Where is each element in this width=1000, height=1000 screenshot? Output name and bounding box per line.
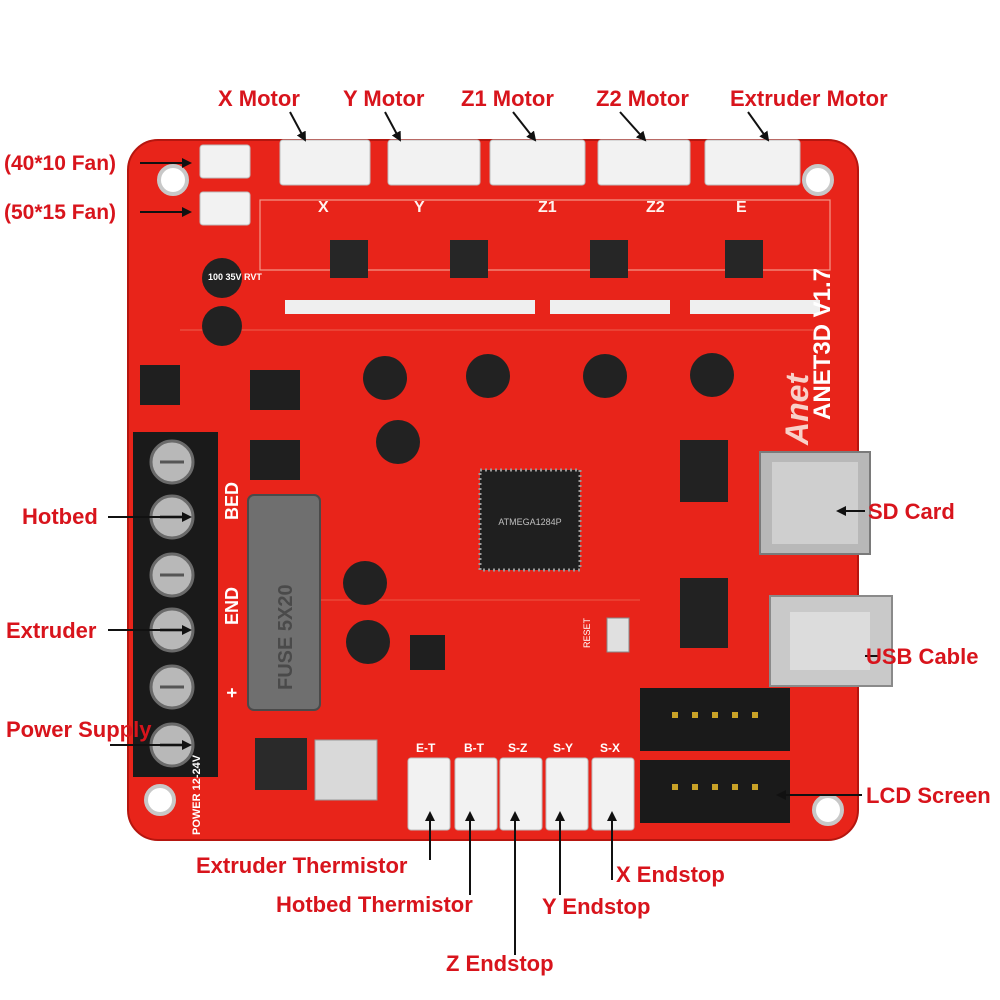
callout-y-motor: Y Motor [343, 86, 425, 111]
resistor-row [285, 300, 820, 314]
axis-letters: X Y Z1 Z2 E [318, 199, 747, 216]
callout-usb-cable: USB Cable [866, 644, 979, 669]
header-label-e-t: E-T [416, 741, 436, 755]
callout-x-endstop: X Endstop [616, 862, 725, 887]
cap-label: 100 35V RVT [208, 272, 262, 282]
callout-z2-motor: Z2 Motor [596, 86, 689, 111]
reset-button [606, 617, 630, 653]
callout-fan-40: (40*10 Fan) [4, 152, 117, 175]
header-label-s-z: S-Z [508, 741, 527, 755]
leader-lines [108, 111, 880, 955]
terminal-labels: BED END + [222, 482, 242, 698]
header-label-s-x: S-X [600, 741, 620, 755]
callout-extruder: Extruder [6, 618, 97, 643]
power-text: POWER 12-24V [191, 754, 203, 835]
callout-z1-motor: Z1 Motor [461, 86, 554, 111]
callout-fan-50: (50*15 Fan) [4, 201, 117, 224]
endstop-header-labels: E-T B-T S-Z S-Y S-X [416, 741, 620, 755]
header-label-b-t: B-T [464, 741, 485, 755]
sd-card-slot [759, 451, 871, 555]
callout-y-endstop: Y Endstop [542, 894, 651, 919]
callout-hotbed-thermistor: Hotbed Thermistor [276, 892, 473, 917]
fan-connectors [199, 144, 251, 226]
endstop-connectors [407, 757, 635, 831]
driver-chips [330, 240, 763, 278]
usb-port [769, 595, 893, 687]
callout-lcd-screen: LCD Screen [866, 783, 991, 808]
axis-letter-z2: Z2 [646, 199, 665, 216]
terminal-label-bed: BED [222, 482, 242, 520]
callout-power-supply: Power Supply [6, 717, 152, 742]
header-label-s-y: S-Y [553, 741, 573, 755]
power-components [140, 365, 445, 801]
axis-letter-e: E [736, 199, 747, 216]
axis-letter-x: X [318, 199, 329, 216]
callout-x-motor: X Motor [218, 86, 300, 111]
mounting-holes [144, 164, 844, 826]
capacitors: 100 35V RVT [202, 258, 734, 664]
fuse-text: FUSE 5X20 [275, 584, 297, 690]
board-name: ANET3D V1.7 [809, 268, 836, 420]
anet-logo: Anet [779, 373, 815, 446]
callout-extruder-motor: Extruder Motor [730, 86, 888, 111]
logic-ics [680, 440, 728, 648]
callout-z-endstop: Z Endstop [446, 951, 554, 976]
callout-hotbed: Hotbed [22, 504, 98, 529]
axis-letter-z1: Z1 [538, 199, 557, 216]
callout-sd-card: SD Card [868, 499, 955, 524]
terminal-block [133, 432, 218, 777]
terminal-label-plus: + [222, 687, 242, 698]
reset-text: RESET [582, 617, 592, 648]
axis-letter-y: Y [414, 199, 425, 216]
mcu-text: ATMEGA1284P [498, 517, 561, 527]
terminal-label-end: END [222, 587, 242, 625]
fuse: FUSE 5X20 [247, 494, 321, 711]
callout-extruder-thermistor: Extruder Thermistor [196, 853, 408, 878]
motor-connectors [279, 139, 801, 186]
lcd-headers [640, 688, 790, 823]
mcu-chip: ATMEGA1284P [478, 468, 582, 572]
